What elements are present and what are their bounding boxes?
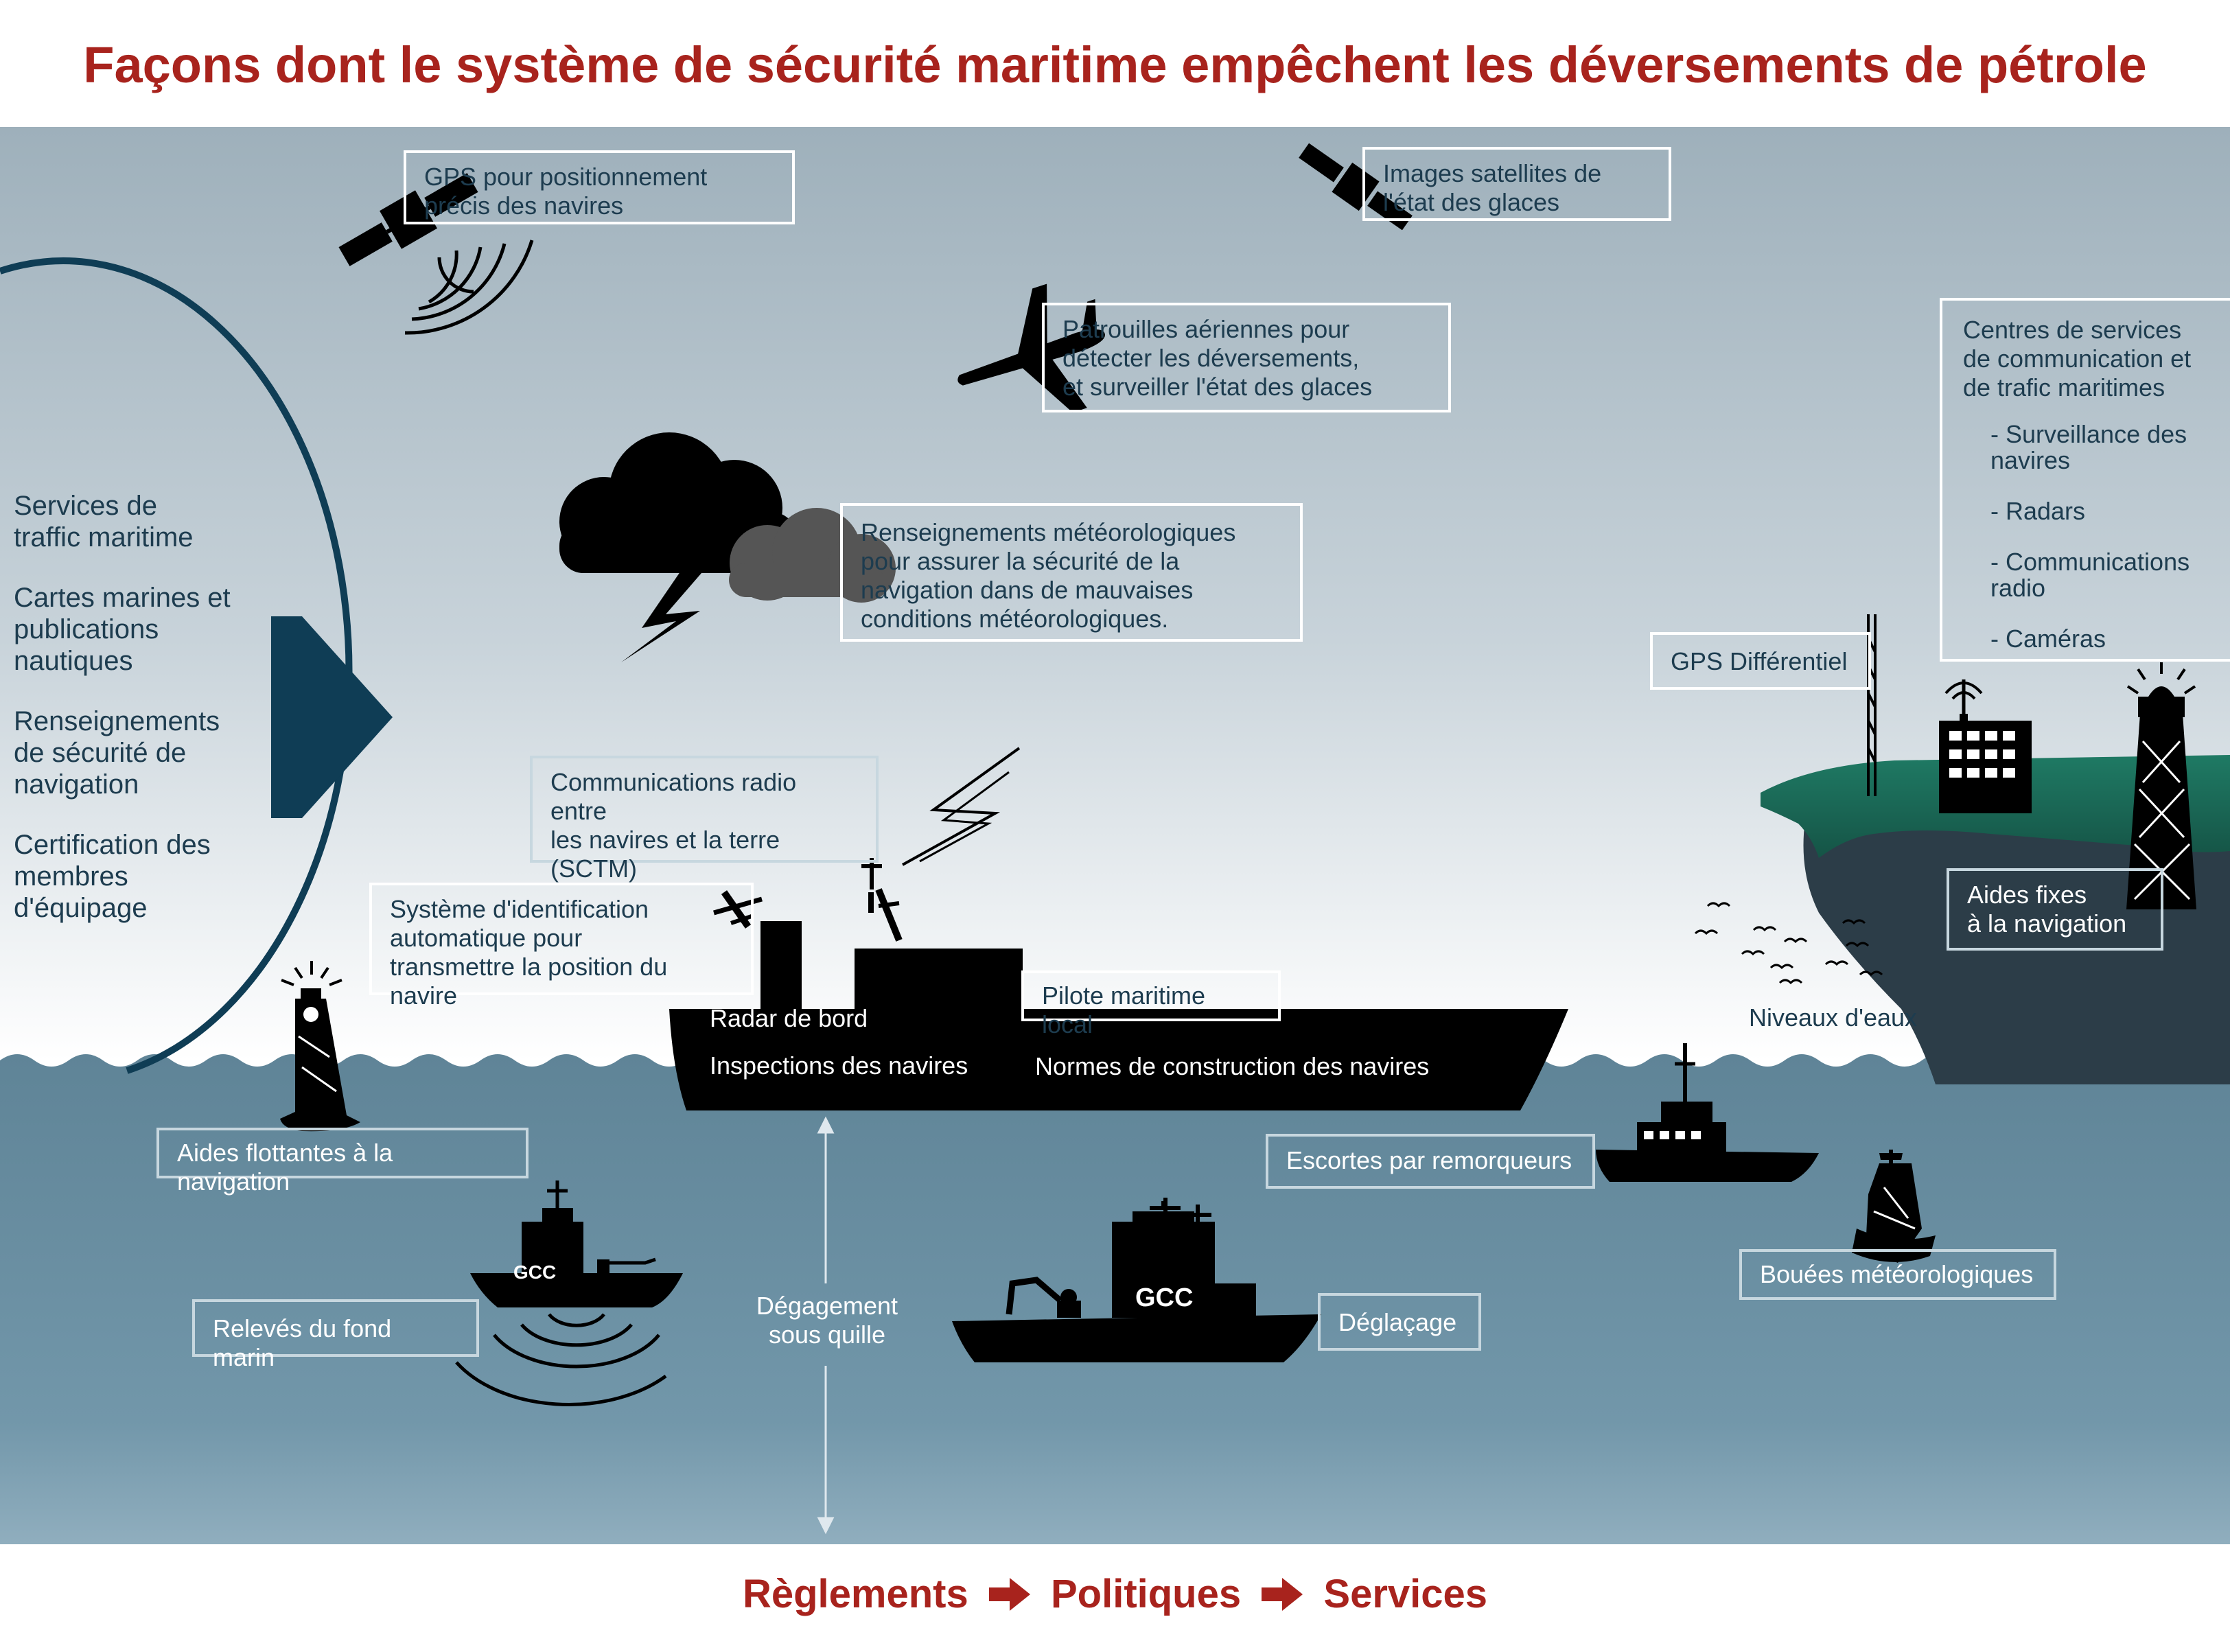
gps-label: GPS pour positionnement précis des navir…: [404, 150, 795, 224]
footer-flow: Règlements Politiques Services: [0, 1568, 2230, 1617]
arc-arrow: [271, 616, 393, 818]
fixed-aids-label: Aides fixes à la navigation: [1947, 868, 2163, 951]
icebreaking-label: Déglaçage: [1318, 1293, 1481, 1351]
buoy-icon: [280, 961, 360, 1132]
pilot-label: Pilote maritime local: [1021, 970, 1281, 1038]
left-arc: [0, 257, 353, 1074]
weather-label: Renseignements météorologiques pour assu…: [840, 503, 1303, 642]
tugboat-icon: [1596, 1043, 1819, 1182]
sonar-waves: [455, 1313, 667, 1406]
radar-text: Radar de bord: [710, 1004, 868, 1032]
radio-signal-icon-outer: [919, 771, 1010, 863]
radio-communications-label: Communications radio entre les navires e…: [530, 756, 879, 883]
arrow-right-icon: [988, 1577, 1030, 1611]
survey-ship-marking: GCC: [513, 1261, 557, 1283]
weather-buoys-label: Bouées météorologiques: [1739, 1249, 2056, 1300]
list-item: Cartes marines et publications nautiques: [14, 583, 231, 676]
arrow-right-icon: [1262, 1577, 1303, 1611]
footer-item: Services: [1323, 1572, 1488, 1617]
list-item: Services de traffic maritime: [14, 491, 194, 552]
building-icon: [1939, 679, 2032, 813]
satellite-ice-label: Images satellites de l'état des glaces: [1362, 147, 1671, 221]
keel-clearance-label: Dégagement sous quille: [756, 1292, 898, 1349]
floating-aids-label: Aides flottantes à la navigation: [156, 1128, 529, 1196]
lighthouse-icon: [2126, 662, 2196, 909]
list-item: - Communications radio: [1990, 548, 2190, 602]
list-item: - Caméras: [1990, 625, 2106, 653]
mcts-panel: Centres de services de communication et …: [1940, 298, 2230, 662]
construction-standards-text: Normes de construction des navires: [1035, 1052, 1430, 1080]
icebreaker-marking: GCC: [1135, 1283, 1194, 1312]
list-item: Renseignements de sécurité de navigation: [14, 706, 220, 800]
mcts-list: - Surveillance des navires - Radars - Co…: [1990, 421, 2190, 677]
keel-clearance-arrow: [817, 1116, 835, 1535]
left-services-list: Services de traffic maritime Cartes mari…: [14, 490, 275, 953]
airplane-icon: [957, 283, 1105, 413]
satellite-icon: [338, 173, 478, 266]
gps-signal-waves: [404, 240, 534, 335]
tug-escorts-label: Escortes par remorqueurs: [1266, 1134, 1595, 1189]
mcts-heading: Centres de services de communication et …: [1963, 316, 2192, 402]
dgps-label: GPS Différentiel: [1650, 632, 1871, 690]
inspections-text: Inspections des navires: [710, 1051, 968, 1080]
storm-cloud-icon: [559, 432, 896, 603]
bird-icon: [1694, 902, 1883, 985]
list-item: - Surveillance des navires: [1990, 420, 2187, 474]
water-levels-label: Niveaux d'eaux: [1749, 1003, 1918, 1032]
coast-guard-ship-icon: [470, 1180, 683, 1307]
air-patrol-label: Patrouilles aériennes pour détecter les …: [1042, 303, 1451, 412]
footer-item: Règlements: [742, 1572, 968, 1617]
radio-signal-icon: [902, 747, 1021, 866]
seabed-surveys-label: Relevés du fond marin: [192, 1299, 479, 1371]
footer-item: Politiques: [1050, 1572, 1242, 1617]
buoy-icon: [1852, 1150, 1936, 1263]
ais-label: Système d'identification automatique pou…: [369, 883, 754, 1010]
page-title: Façons dont le système de sécurité marit…: [83, 36, 2147, 93]
list-item: - Radars: [1990, 497, 2086, 525]
lightning-icon: [621, 563, 710, 662]
list-item: Certification des membres d'équipage: [14, 830, 211, 923]
tanker-icon: [669, 858, 1568, 1110]
coast-guard-ship-icon: [952, 1198, 1321, 1362]
